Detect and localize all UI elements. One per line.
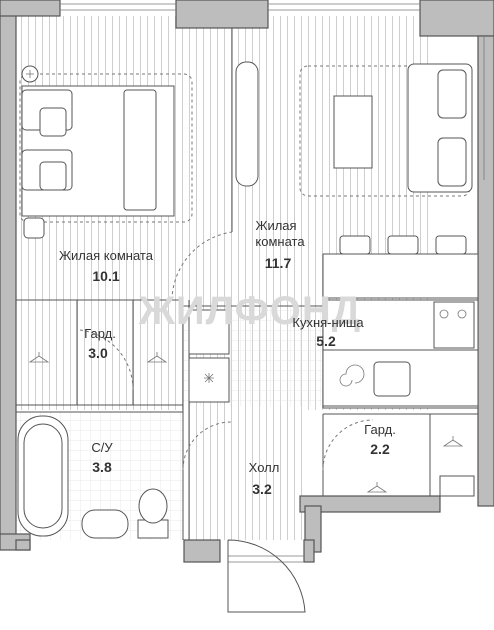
dining-chair-icon [339,235,467,255]
vent-icon [439,475,475,497]
svg-text:С/У: С/У [91,440,113,455]
svg-text:3.8: 3.8 [92,459,112,475]
watermark: ЖИЛФОНД [138,289,362,333]
sink-icon [339,361,411,397]
svg-text:Гард.: Гард. [84,326,116,341]
washbasin-icon [81,509,129,539]
walls [0,0,494,563]
table-icon [333,95,373,169]
svg-text:Гард.: Гард. [364,422,396,437]
room-label-wardrobe-1: Гард. 3.0 [84,326,116,361]
svg-text:10.1: 10.1 [92,268,119,284]
doors [79,231,374,613]
room-label-wardrobe-2: Гард. 2.2 [364,422,396,457]
svg-text:Жилая комната: Жилая комната [59,248,154,263]
room-label-living: Жилая комната 11.7 [255,218,305,271]
svg-text:Жилая: Жилая [255,218,296,233]
svg-text:2.2: 2.2 [370,441,390,457]
svg-text:Холл: Холл [249,460,280,475]
svg-text:Кухня-ниша: Кухня-ниша [292,315,364,330]
sofa-icon [299,63,473,197]
bathtub-icon [17,415,69,537]
room-label-bathroom: С/У 3.8 [91,440,113,475]
cabinet-icon [188,309,230,403]
svg-text:3.0: 3.0 [88,345,108,361]
svg-text:5.2: 5.2 [316,333,336,349]
stove-icon [433,301,475,349]
svg-text:комната: комната [255,234,305,249]
lamp-icon [21,65,39,83]
toilet-icon [137,488,169,539]
windows [60,3,485,563]
room-label-hall: Холл 3.2 [249,460,280,497]
hanger-icon [28,352,464,493]
bed-icon [19,73,193,223]
wardrobe-icon [235,61,259,187]
svg-text:3.2: 3.2 [252,481,272,497]
chair-icon [23,217,45,239]
room-label-bedroom: Жилая комната 10.1 [59,248,154,284]
room-label-kitchen: Кухня-ниша 5.2 [292,315,364,349]
svg-text:11.7: 11.7 [265,255,292,271]
